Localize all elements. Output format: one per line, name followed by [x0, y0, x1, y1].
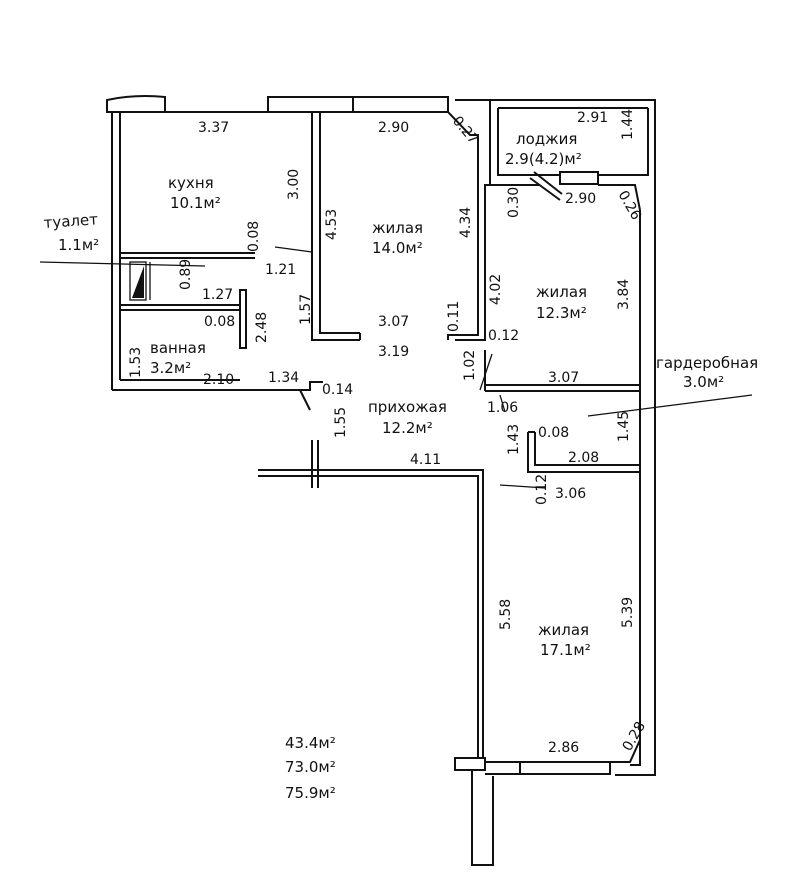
- total-living-area: 43.4м²: [285, 734, 336, 752]
- dimension-label: 4.11: [410, 452, 441, 468]
- dimension-label: 1.02: [462, 350, 478, 381]
- total-area: 73.0м²: [285, 758, 336, 776]
- dimension-label: 3.00: [286, 169, 302, 200]
- dimension-label: 2.91: [577, 110, 608, 126]
- room-area-bathroom: 3.2м²: [150, 359, 191, 377]
- dimension-label: 0.11: [446, 301, 462, 332]
- dimension-label: 3.37: [198, 120, 229, 136]
- dimension-label: 0.28: [620, 719, 649, 754]
- room-name-bathroom: ванная: [150, 339, 206, 357]
- dimension-label: 2.48: [254, 312, 270, 343]
- dimension-label: 1.27: [202, 287, 233, 303]
- dimension-label: 1.57: [298, 294, 314, 325]
- walls: [106, 99, 656, 866]
- dimension-label: 4.02: [488, 274, 504, 305]
- dimension-label: 3.19: [378, 344, 409, 360]
- dimension-label: 0.89: [178, 259, 194, 290]
- room-name-hallway: прихожая: [368, 398, 447, 416]
- dimension-label: 5.58: [498, 599, 514, 630]
- room-labels: кухня 10.1м² жилая 14.0м² лоджия 2.9(4.2…: [43, 130, 758, 659]
- dimension-label: 1.55: [333, 407, 349, 438]
- dimension-label: 0.08: [538, 425, 569, 441]
- dimension-label: 0.08: [246, 221, 262, 252]
- room-name-loggia: лоджия: [516, 130, 577, 148]
- dimension-label: 1.45: [616, 411, 632, 442]
- room-area-living-2: 12.3м²: [536, 304, 587, 322]
- dimension-label: 4.34: [458, 207, 474, 238]
- dimension-label: 2.86: [548, 740, 579, 756]
- dimension-label: 2.90: [378, 120, 409, 136]
- room-area-loggia: 2.9(4.2)м²: [505, 150, 582, 168]
- dimension-label: 4.53: [324, 209, 340, 240]
- dimension-label: 0.12: [534, 474, 550, 505]
- dimension-label: 3.84: [616, 279, 632, 310]
- dimension-label: 0.14: [322, 382, 353, 398]
- room-area-wardrobe: 3.0м²: [683, 373, 724, 391]
- room-name-kitchen: кухня: [168, 174, 214, 192]
- room-name-toilet: туалет: [43, 210, 99, 232]
- dimension-label: 0.30: [506, 187, 522, 218]
- room-area-hallway: 12.2м²: [382, 419, 433, 437]
- room-name-wardrobe: гардеробная: [656, 354, 758, 372]
- dimension-label: 2.10: [203, 372, 234, 388]
- room-area-toilet: 1.1м²: [58, 236, 99, 254]
- room-name-living-1: жилая: [372, 219, 423, 237]
- room-name-living-2: жилая: [536, 283, 587, 301]
- total-area-with-loggia: 75.9м²: [285, 784, 336, 802]
- dimension-label: 0.27: [449, 113, 481, 147]
- dimension-label: 2.08: [568, 450, 599, 466]
- dimension-label: 2.90: [565, 191, 596, 207]
- dimension-label: 1.53: [128, 347, 144, 378]
- fixtures: [39, 246, 753, 489]
- area-totals: 43.4м² 73.0м² 75.9м²: [285, 734, 336, 802]
- dimension-label: 1.06: [487, 400, 518, 416]
- dimension-label: 3.07: [378, 314, 409, 330]
- room-area-living-3: 17.1м²: [540, 641, 591, 659]
- dimension-label: 1.44: [620, 109, 636, 140]
- dimension-label: 1.21: [265, 262, 296, 278]
- dimension-label: 0.08: [204, 314, 235, 330]
- room-name-living-3: жилая: [538, 621, 589, 639]
- room-area-kitchen: 10.1м²: [170, 194, 221, 212]
- room-area-living-1: 14.0м²: [372, 239, 423, 257]
- dimension-label: 3.07: [548, 370, 579, 386]
- dimension-label: 5.39: [620, 597, 636, 628]
- windows: [106, 95, 449, 113]
- dimension-label: 1.34: [268, 370, 299, 386]
- dimension-label: 3.06: [555, 486, 586, 502]
- dimension-label: 0.12: [488, 328, 519, 344]
- dimension-label: 1.43: [506, 424, 522, 455]
